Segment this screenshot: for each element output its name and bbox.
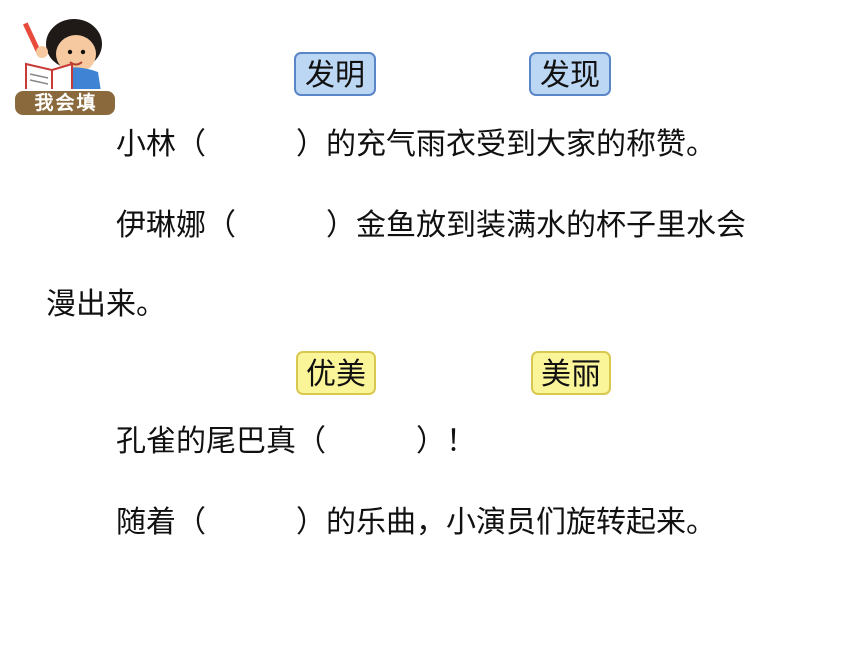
word-choice-faming: 发明 <box>294 52 376 96</box>
sentence-yilinna-cont: 漫出来。 <box>46 287 166 322</box>
word-choice-faxian: 发现 <box>529 52 611 96</box>
word-choice-meili: 美丽 <box>531 351 611 395</box>
sentence-xiaolin: 小林（ ）的充气雨衣受到大家的称赞。 <box>116 127 716 162</box>
reading-boy-icon <box>13 19 117 117</box>
word-choice-youmei: 优美 <box>296 351 376 395</box>
reading-boy-logo: 我会填 <box>12 14 120 118</box>
sentence-yilinna: 伊琳娜（ ）金鱼放到装满水的杯子里水会 <box>116 208 746 243</box>
badge-label: 我会填 <box>34 92 98 114</box>
sentence-suizhe: 随着（ ）的乐曲，小演员们旋转起来。 <box>116 505 716 540</box>
sentence-kongque: 孔雀的尾巴真（ ）！ <box>116 424 476 459</box>
